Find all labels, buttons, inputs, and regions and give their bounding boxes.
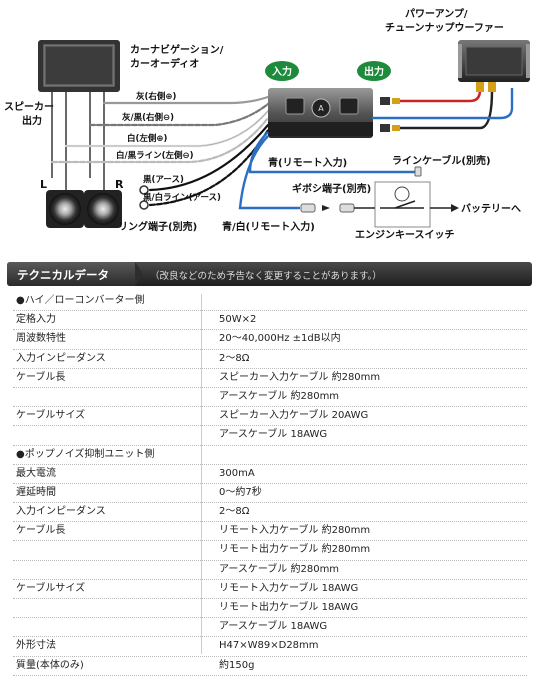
speaker-r-label: R	[115, 178, 124, 191]
amp-label-1: パワーアンプ/	[405, 7, 468, 20]
input-wires	[50, 95, 270, 207]
spec-row: ●ハイ／ローコンバーター側	[13, 292, 527, 312]
spec-value: アースケーブル 18AWG	[219, 429, 328, 441]
wire-black-earth: 黒(アース)	[143, 174, 184, 185]
spec-row: リモート出力ケーブル 約280mm	[13, 541, 527, 561]
navi-label-2: カーオーディオ	[130, 57, 199, 70]
spec-row: ケーブルサイズ スピーカー入力ケーブル 20AWG	[13, 407, 527, 427]
spec-value: リモート出力ケーブル 約280mm	[219, 544, 371, 556]
spec-value: 50W×2	[219, 314, 257, 326]
spec-label: ケーブル長	[16, 525, 66, 537]
spec-row: 質量(本体のみ) 約150g	[13, 657, 527, 676]
battery-arrow-icon	[451, 204, 459, 212]
spec-value: 約150g	[219, 659, 255, 671]
line-cable-label: ラインケーブル(別売)	[392, 154, 491, 167]
spec-row: 遅延時間 0～約7秒	[13, 484, 527, 504]
spec-label: ●ポップノイズ抑制ユニット側	[16, 448, 155, 460]
spec-label: 最大電流	[16, 467, 56, 479]
spec-row: アースケーブル 18AWG	[13, 426, 527, 446]
output-badge	[357, 61, 391, 81]
wire-gray-black-right: 灰/黒(右側⊖)	[122, 112, 174, 123]
technical-data-header: テクニカルデータ （改良などのため予告なく変更することがあります。）	[7, 262, 532, 286]
power-amp-unit	[458, 40, 530, 82]
navi-label-1: カーナビゲーション/	[130, 43, 224, 56]
spec-table: ●ハイ／ローコンバーター側 定格入力 50W×2 周波数特性 20～40,000Hz…	[13, 292, 527, 676]
spec-value: 0～約7秒	[219, 486, 262, 498]
spec-value: 300mA	[219, 467, 255, 479]
rca-line-cables	[380, 80, 496, 132]
spec-row: アースケーブル 18AWG	[13, 618, 527, 638]
spec-label: ケーブルサイズ	[16, 410, 86, 422]
header-tab	[7, 262, 143, 286]
spec-value: リモート出力ケーブル 18AWG	[219, 602, 359, 613]
spec-row: アースケーブル 約280mm	[13, 561, 527, 580]
ring-terminal-icon	[139, 185, 149, 210]
gibosi-terminal-icon	[300, 166, 422, 213]
spec-row: ケーブルサイズ リモート入力ケーブル 18AWG	[13, 580, 527, 599]
engine-key-label: エンジンキースイッチ	[355, 229, 455, 241]
spec-row: ケーブル長 スピーカー入力ケーブル 約280mm	[13, 369, 527, 388]
speaker-right	[84, 190, 122, 228]
spec-label: 外形寸法	[16, 640, 56, 652]
spec-value: 20～40,000Hz ±1dB以内	[219, 333, 341, 345]
technical-data-note: （改良などのため予告なく変更することがあります。）	[150, 271, 382, 282]
wire-white-black-left: 白/黒ライン(左側⊖)	[116, 150, 194, 161]
spec-label: 定格入力	[16, 314, 56, 326]
spec-value: リモート入力ケーブル 約280mm	[219, 525, 371, 537]
spec-row: リモート出力ケーブル 18AWG	[13, 599, 527, 619]
amp-label-2: チューンナップウーファー	[385, 21, 504, 34]
spec-value: 2～8Ω	[219, 352, 250, 364]
spec-value: H47×W89×D28mm	[219, 640, 319, 652]
blue-white-remote-label: 青/白(リモート入力)	[222, 220, 315, 233]
ring-terminal-label: リング端子(別売)	[118, 220, 197, 233]
input-badge	[265, 61, 299, 81]
spec-value: リモート入力ケーブル 18AWG	[219, 582, 359, 594]
svg-text:A: A	[318, 104, 324, 113]
spec-label: 遅延時間	[16, 486, 56, 498]
spec-row: ケーブル長 リモート入力ケーブル 約280mm	[13, 522, 527, 542]
spec-value: スピーカー入力ケーブル 約280mm	[219, 371, 381, 383]
spec-row: 周波数特性 20～40,000Hz ±1dB以内	[13, 330, 527, 350]
spec-label: ケーブルサイズ	[16, 582, 86, 594]
speaker-output-label-1: スピーカー	[4, 101, 54, 113]
spec-label: 質量(本体のみ)	[16, 659, 84, 671]
spec-label: 周波数特性	[16, 333, 66, 345]
wire-white-left: 白(左側⊕)	[127, 133, 168, 144]
gibosi-terminal-label: ギボシ端子(別売)	[292, 182, 371, 195]
spec-value: アースケーブル 約280mm	[219, 390, 340, 402]
spec-row: 定格入力 50W×2	[13, 311, 527, 331]
input-badge-label: 入力	[272, 65, 292, 78]
spec-label: ●ハイ／ローコンバーター側	[16, 295, 145, 306]
spec-row: 入力インピーダンス 2～8Ω	[13, 503, 527, 523]
spec-row: アースケーブル 約280mm	[13, 388, 527, 408]
speaker-output-wires	[51, 92, 105, 190]
spec-value: 2～8Ω	[219, 506, 250, 518]
spec-row: ●ポップノイズ抑制ユニット側	[13, 446, 527, 465]
speaker-left	[46, 190, 84, 228]
speaker-l-label: L	[40, 178, 47, 191]
spec-row: 外形寸法 H47×W89×D28mm	[13, 637, 527, 657]
spec-value: スピーカー入力ケーブル 20AWG	[219, 410, 369, 422]
spec-value: アースケーブル 18AWG	[219, 621, 328, 633]
spec-value: アースケーブル 約280mm	[219, 563, 340, 575]
wiring-diagram: A	[4, 7, 530, 241]
car-navigation-unit	[38, 40, 120, 92]
wire-black-white-earth: 黒/白ライン(アース)	[143, 192, 221, 203]
spec-column-divider	[201, 294, 202, 654]
technical-data-title: テクニカルデータ	[17, 268, 109, 282]
engine-key-switch	[374, 181, 431, 228]
battery-label: バッテリーへ	[461, 203, 521, 215]
remote-wires	[238, 88, 514, 210]
spec-label: ケーブル長	[16, 371, 66, 383]
spec-label: 入力インピーダンス	[16, 352, 106, 364]
wire-gray-right: 灰(右側⊕)	[136, 91, 177, 102]
spec-label: 入力インピーダンス	[16, 506, 106, 518]
speaker-output-label-2: 出力	[22, 114, 42, 127]
spec-row: 最大電流 300mA	[13, 465, 527, 484]
output-badge-label: 出力	[364, 65, 384, 78]
spec-row: 入力インピーダンス 2～8Ω	[13, 350, 527, 369]
converter-unit: A	[268, 88, 373, 138]
blue-remote-in-label: 青(リモート入力)	[268, 156, 347, 169]
